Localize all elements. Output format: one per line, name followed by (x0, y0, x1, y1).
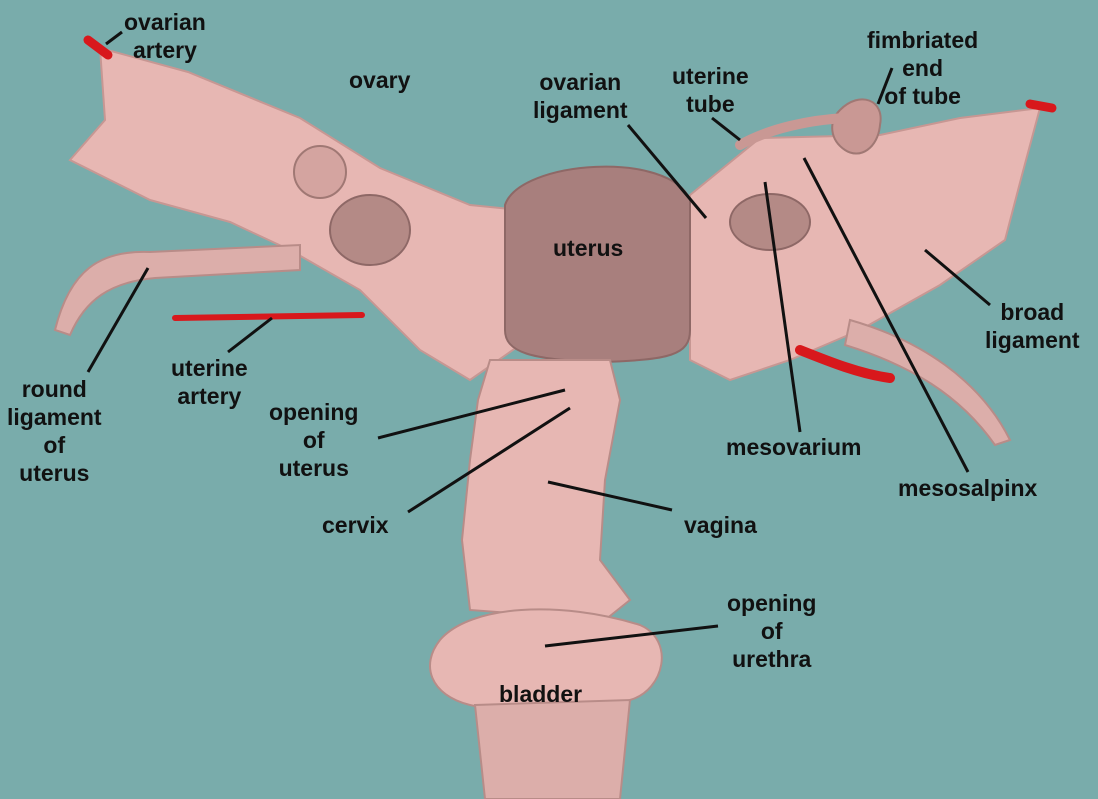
leader-opening-of-uterus (377, 388, 566, 440)
label-cervix: cervix (322, 512, 389, 538)
leader-lines (86, 30, 991, 648)
ovarian-artery-right-shape (1025, 99, 1057, 113)
leader-mesosalpinx (802, 157, 970, 473)
ovarian-artery-shape (83, 35, 113, 60)
leader-round-ligament (86, 267, 150, 373)
vagina-tube-shape (460, 359, 632, 622)
leader-broad-ligament (924, 248, 991, 307)
uterine-artery-left-shape (172, 312, 365, 321)
uterine-tube-right-shape (735, 113, 850, 150)
leader-ovarian-artery (105, 30, 123, 46)
label-uterus: uterus (553, 235, 624, 261)
label-ovary: ovary (349, 67, 411, 93)
leader-uterine-artery (227, 316, 273, 354)
broad-ligament-left-shape (68, 46, 521, 382)
fimbriae-left-shape (293, 145, 347, 199)
label-bladder: bladder (499, 681, 583, 707)
label-uterine-artery: uterine artery (171, 355, 248, 409)
leader-vagina (547, 480, 673, 512)
label-vagina: vagina (684, 512, 757, 538)
urethra-shape (473, 698, 632, 799)
label-round-ligament: round ligament of uterus (7, 376, 102, 486)
label-fimbriated-end: fimbriated end of tube (867, 27, 979, 109)
uterus-body-shape (504, 165, 691, 364)
label-ovarian-ligament: ovarian ligament (533, 69, 628, 123)
label-opening-of-urethra: opening of urethra (727, 590, 817, 672)
fimbriae-right-shape (831, 98, 882, 155)
label-uterine-tube: uterine tube (672, 63, 749, 117)
label-ovarian-artery: ovarian artery (124, 9, 206, 63)
label-mesosalpinx: mesosalpinx (898, 475, 1038, 501)
bladder-shape (429, 608, 663, 715)
uterine-artery-right-shape (795, 345, 895, 383)
round-ligament-right-shape (843, 318, 1012, 447)
leader-mesovarium (763, 181, 802, 433)
label-opening-of-uterus: opening of uterus (269, 399, 359, 481)
ovary-left-shape (329, 194, 411, 266)
leader-cervix (407, 406, 571, 514)
leader-ovarian-ligament (626, 124, 708, 219)
broad-ligament-right-shape (689, 106, 1042, 382)
round-ligament-left-shape (53, 243, 301, 337)
label-broad-ligament: broad ligament (985, 299, 1080, 353)
leader-opening-of-urethra (544, 624, 719, 648)
leader-fimbriated-end (876, 67, 894, 105)
label-mesovarium: mesovarium (726, 434, 862, 460)
leader-uterine-tube (711, 116, 741, 142)
